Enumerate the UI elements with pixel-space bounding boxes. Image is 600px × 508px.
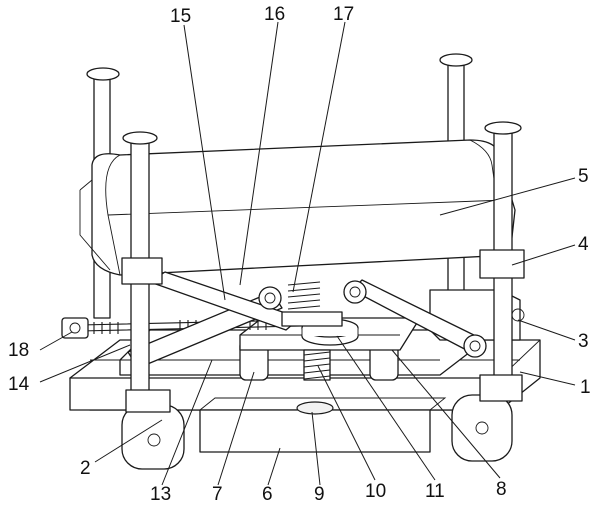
pivot-pins: [258, 280, 487, 358]
label-8: 8: [496, 479, 507, 500]
label-16: 16: [264, 4, 285, 25]
front-post-left: [121, 131, 171, 413]
label-1: 1: [580, 377, 591, 398]
part-labels: 15 16 17 5 4 3 1 18 14 2 13 7 6 9 10 11 …: [8, 4, 591, 505]
label-10: 10: [365, 481, 386, 502]
label-7: 7: [212, 484, 223, 505]
label-2: 2: [80, 458, 91, 479]
label-6: 6: [262, 484, 273, 505]
label-14: 14: [8, 374, 30, 395]
center-spring: [281, 281, 343, 327]
wheel-front-right: [451, 394, 513, 462]
front-post-right: [479, 121, 525, 402]
label-4: 4: [578, 234, 589, 255]
label-5: 5: [578, 166, 589, 187]
label-13: 13: [150, 484, 171, 505]
label-11: 11: [425, 481, 445, 502]
wheel-front-left: [121, 404, 185, 470]
label-9: 9: [314, 484, 325, 505]
label-15: 15: [170, 6, 191, 27]
label-18: 18: [8, 340, 29, 361]
label-3: 3: [578, 331, 589, 352]
label-17: 17: [333, 4, 354, 25]
leader-lines: [39, 21, 576, 486]
vertical-screw: [303, 349, 331, 381]
